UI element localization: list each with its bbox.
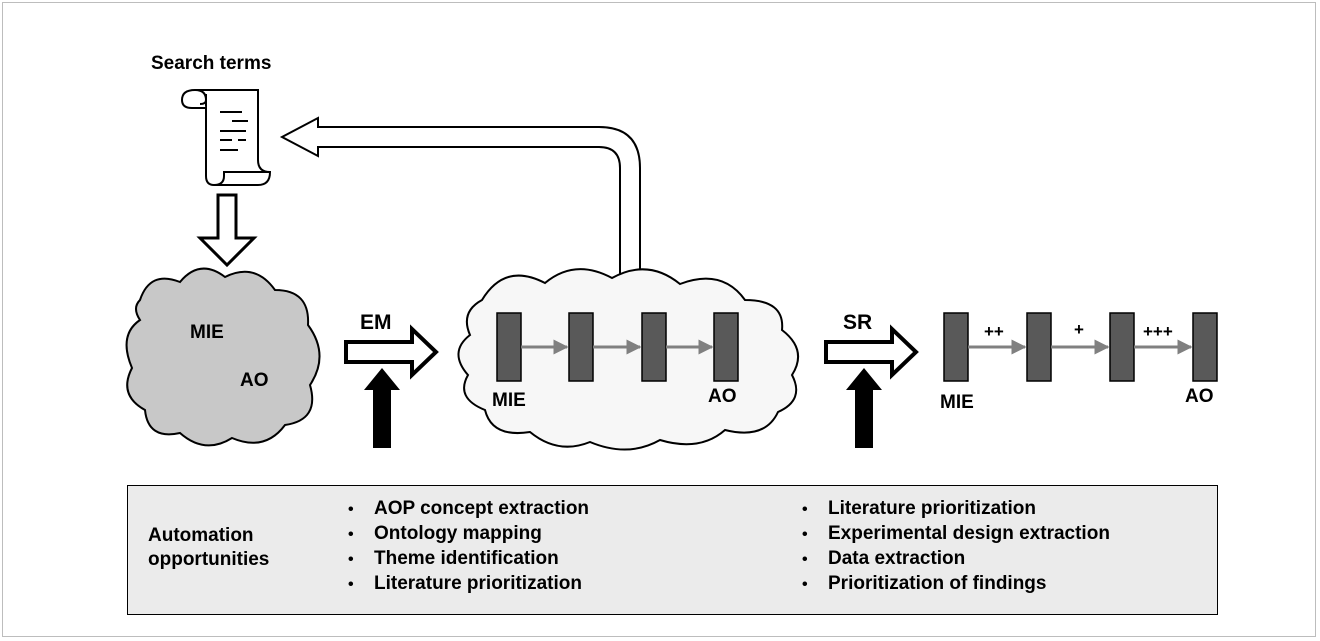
em-arrow xyxy=(344,324,439,380)
list-item: Literature prioritization xyxy=(348,571,589,596)
sr-automation-list: Literature prioritization Experimental d… xyxy=(802,496,1110,596)
start-cloud-ao-label: AO xyxy=(240,370,269,391)
down-arrow xyxy=(196,193,258,268)
literature-cloud xyxy=(125,267,321,447)
automation-title: Automation opportunities xyxy=(148,525,270,570)
list-item: Ontology mapping xyxy=(348,521,589,546)
list-item: Data extraction xyxy=(802,546,1110,571)
em-automation-list: AOP concept extraction Ontology mapping … xyxy=(348,496,589,596)
list-item: AOP concept extraction xyxy=(348,496,589,521)
list-item: Prioritization of findings xyxy=(802,571,1110,596)
draft-aop-pathway xyxy=(496,312,739,382)
aop-network-cloud xyxy=(457,268,800,451)
list-item: Theme identification xyxy=(348,546,589,571)
middle-ao-label: AO xyxy=(708,386,737,407)
em-label: EM xyxy=(360,311,392,334)
sr-arrow xyxy=(824,324,919,380)
final-ao-label: AO xyxy=(1185,386,1214,407)
edge-weight-3: +++ xyxy=(1143,322,1173,341)
sr-automation-arrow xyxy=(846,368,882,448)
weighted-aop-pathway xyxy=(943,312,1218,382)
final-mie-label: MIE xyxy=(940,392,974,413)
edge-weight-1: ++ xyxy=(984,322,1004,341)
automation-panel: Automation opportunities AOP concept ext… xyxy=(127,485,1218,615)
start-cloud-mie-label: MIE xyxy=(190,322,224,343)
em-automation-arrow xyxy=(364,368,400,448)
middle-mie-label: MIE xyxy=(492,390,526,411)
search-terms-label: Search terms xyxy=(151,53,272,74)
list-item: Literature prioritization xyxy=(802,496,1110,521)
list-item: Experimental design extraction xyxy=(802,521,1110,546)
feedback-arrow xyxy=(279,116,641,282)
scroll-document-icon xyxy=(180,89,272,186)
edge-weight-2: + xyxy=(1074,320,1084,339)
sr-label: SR xyxy=(843,311,873,334)
